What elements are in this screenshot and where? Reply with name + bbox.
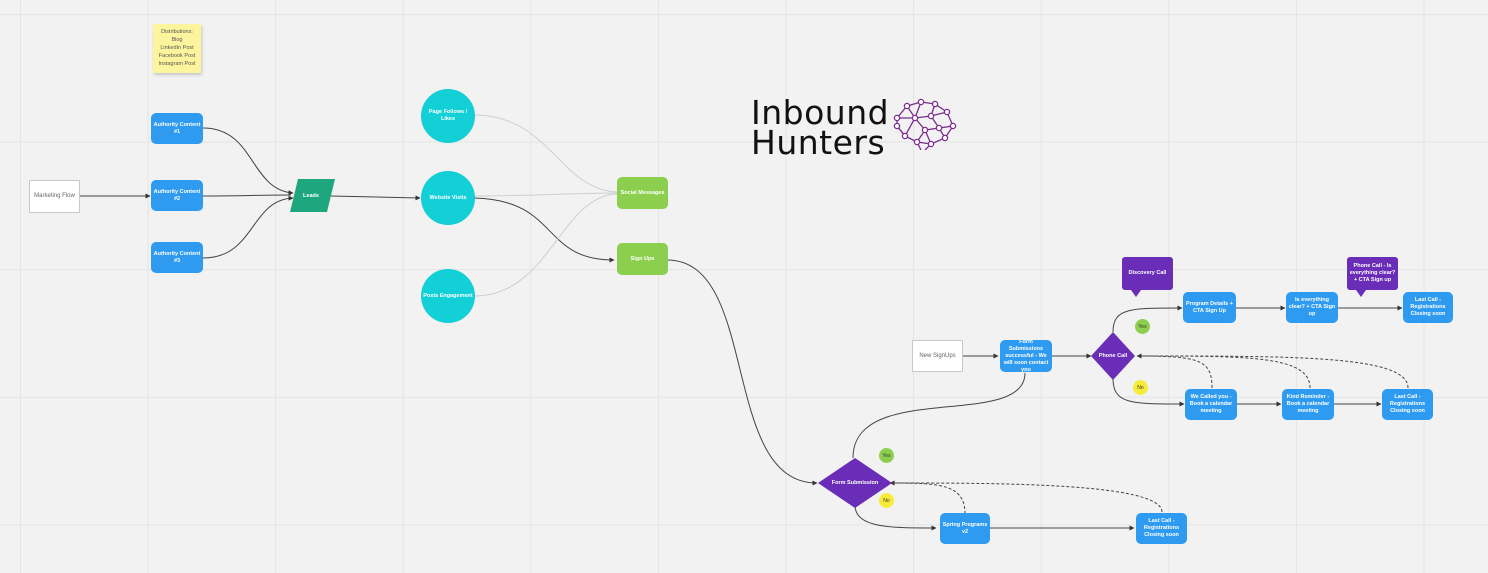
we-called-label: We Called you - Book a calendar meeting: [1189, 394, 1233, 414]
sticky-note[interactable]: Distributions: Blog LinkedIn Post Facebo…: [153, 24, 201, 73]
edge-form-submission-yes: [852, 372, 1026, 459]
phone-call-diamond: [1091, 332, 1135, 380]
website-visits-node[interactable]: Website Visits: [421, 171, 475, 225]
last-call-top-node[interactable]: Last Call - Registrations Closing soon: [1403, 292, 1453, 323]
posts-engagement-node[interactable]: Posts Engagement: [421, 269, 475, 323]
sign-ups-label: Sign Ups: [630, 255, 655, 262]
last-call-bottom-label: Last Call - Registrations Closing soon: [1143, 518, 1180, 538]
dashed-return-1: [1136, 353, 1213, 389]
edge-signups-to-form-submission: [666, 259, 818, 486]
sticky-line: Facebook Post: [158, 53, 196, 59]
discovery-call-callout[interactable]: Discovery Call: [1122, 257, 1173, 297]
phone-call-clear-callout[interactable]: Phone Call - Is everything clear? + CTA …: [1347, 257, 1398, 297]
everything-clear-label: Is everything clear? + CTA Sign up: [1288, 297, 1336, 317]
sign-ups-node[interactable]: Sign Ups: [617, 243, 668, 275]
posts-engagement-label: Posts Engagement: [423, 292, 473, 299]
edge-phone-no: [1112, 377, 1185, 407]
dashed-return-4: [889, 480, 966, 515]
social-messages-label: Social Messages: [620, 189, 665, 196]
form-submission-diamond: [818, 458, 892, 508]
social-messages-node[interactable]: Social Messages: [617, 177, 668, 209]
no-badge-phone: No: [1133, 380, 1148, 395]
discovery-call-label: Discovery Call: [1128, 270, 1167, 276]
dashed-return-3: [1139, 355, 1409, 389]
sticky-line: Blog: [171, 37, 183, 43]
edge-phone-yes: [1112, 305, 1183, 333]
leads-parallelogram: [290, 179, 335, 212]
form-submission-label[interactable]: Form Submission: [831, 479, 879, 486]
new-signups-label: New SignUps: [919, 352, 956, 359]
form-success-node[interactable]: Form Submissions successful - We will so…: [1000, 338, 1052, 373]
brain-network-icon: [893, 98, 957, 150]
sticky-line: Instagram Post: [158, 61, 196, 67]
edge-authority3-to-leads: [202, 195, 294, 259]
we-called-node[interactable]: We Called you - Book a calendar meeting: [1185, 389, 1237, 420]
phone-call-clear-label: Phone Call - Is everything clear? + CTA …: [1349, 263, 1396, 283]
last-call-mid-node[interactable]: Last Call - Registrations Closing soon: [1382, 389, 1433, 420]
edge-website-to-signups: [473, 197, 615, 263]
spring-programs-label: Spring Programs v2: [942, 521, 988, 535]
new-signups-box[interactable]: New SignUps: [912, 340, 963, 372]
authority-content-1-label: Authority Content #1: [153, 121, 201, 135]
edge-website-to-social: [473, 192, 618, 197]
program-details-label: Program Details + CTA Sign Up: [1186, 300, 1233, 314]
edge-pagefollows-to-social: [473, 114, 618, 193]
edge-leads-to-website: [330, 195, 421, 201]
phone-call-label[interactable]: Phone Call: [1098, 352, 1128, 359]
inbound-hunters-logo: Inbound Hunters: [751, 93, 961, 162]
no-badge-form: No: [879, 493, 894, 508]
program-details-node[interactable]: Program Details + CTA Sign Up: [1183, 292, 1236, 323]
kind-reminder-node[interactable]: Kind Reminder - Book a calendar meeting: [1282, 389, 1334, 420]
website-visits-label: Website Visits: [429, 194, 467, 201]
authority-content-3-label: Authority Content #3: [153, 250, 201, 264]
dashed-return-2: [1139, 355, 1311, 389]
edge-authority1-to-leads: [202, 127, 294, 196]
last-call-bottom-node[interactable]: Last Call - Registrations Closing soon: [1136, 513, 1187, 544]
sticky-line: Distributions:: [161, 29, 193, 35]
page-follows-node[interactable]: Page Follows / Likes: [421, 89, 475, 143]
leads-label[interactable]: Leads: [303, 192, 319, 199]
authority-content-1[interactable]: Authority Content #1: [151, 113, 203, 144]
logo-line-2: Hunters: [751, 123, 886, 162]
edge-posts-to-social: [473, 193, 618, 297]
edge-form-submission-no: [854, 504, 937, 531]
everything-clear-node[interactable]: Is everything clear? + CTA Sign up: [1286, 292, 1338, 323]
dashed-return-5: [891, 482, 1163, 513]
sticky-line: LinkedIn Post: [160, 45, 194, 51]
last-call-top-label: Last Call - Registrations Closing soon: [1410, 297, 1446, 317]
logo-line-1: Inbound: [751, 93, 890, 132]
marketing-flow-box[interactable]: Marketing Flow: [29, 180, 80, 213]
kind-reminder-label: Kind Reminder - Book a calendar meeting: [1286, 394, 1330, 414]
yes-badge-form: Yes: [879, 448, 894, 463]
authority-content-2[interactable]: Authority Content #2: [151, 180, 203, 211]
marketing-flow-label: Marketing Flow: [34, 193, 75, 199]
authority-content-3[interactable]: Authority Content #3: [151, 242, 203, 273]
form-success-label: Form Submissions successful - We will so…: [1003, 338, 1049, 373]
last-call-mid-label: Last Call - Registrations Closing soon: [1389, 394, 1426, 414]
edge-authority2-to-leads: [202, 194, 292, 197]
page-follows-label: Page Follows / Likes: [428, 109, 468, 122]
spring-programs-node[interactable]: Spring Programs v2: [940, 513, 990, 544]
yes-badge-phone: Yes: [1135, 319, 1150, 334]
authority-content-2-label: Authority Content #2: [153, 188, 201, 202]
